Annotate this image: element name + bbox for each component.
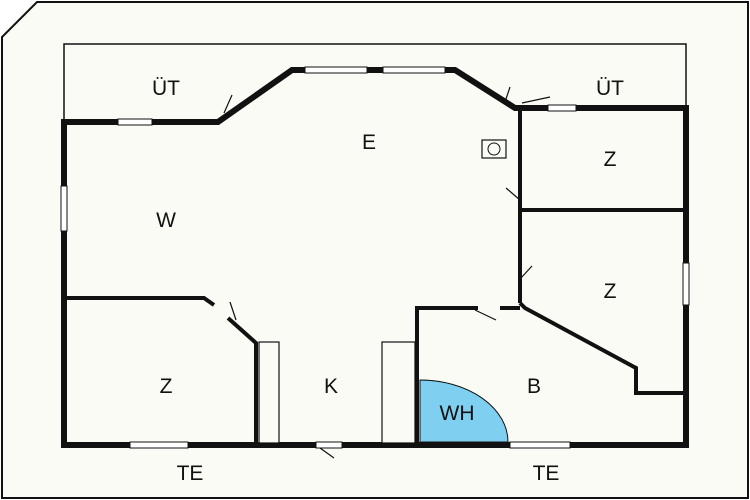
chimney-symbol bbox=[481, 139, 507, 159]
room-labels: ÜT ÜT E W Z Z Z K B WH TE TE bbox=[152, 77, 624, 485]
label-balcony-left: ÜT bbox=[152, 77, 180, 100]
label-balcony-right: ÜT bbox=[596, 77, 624, 100]
label-terrace-right: TE bbox=[533, 462, 560, 485]
label-utility: WH bbox=[440, 402, 475, 425]
label-bathroom: B bbox=[527, 375, 541, 398]
label-living-room: W bbox=[156, 209, 176, 232]
interior-walls bbox=[66, 108, 686, 445]
door-swings bbox=[223, 86, 551, 459]
label-kitchen: K bbox=[324, 375, 338, 398]
label-dining: E bbox=[362, 131, 376, 154]
kitchen-counters bbox=[258, 341, 416, 444]
balcony-outline bbox=[63, 43, 687, 122]
windows bbox=[60, 66, 690, 449]
utility-area bbox=[419, 379, 509, 443]
exterior-walls bbox=[61, 67, 689, 448]
label-terrace-left: TE bbox=[177, 462, 204, 485]
label-bedroom-mid-right: Z bbox=[604, 280, 617, 303]
label-bedroom-top-right: Z bbox=[604, 148, 617, 171]
label-bedroom-bottom-left: Z bbox=[160, 375, 173, 398]
